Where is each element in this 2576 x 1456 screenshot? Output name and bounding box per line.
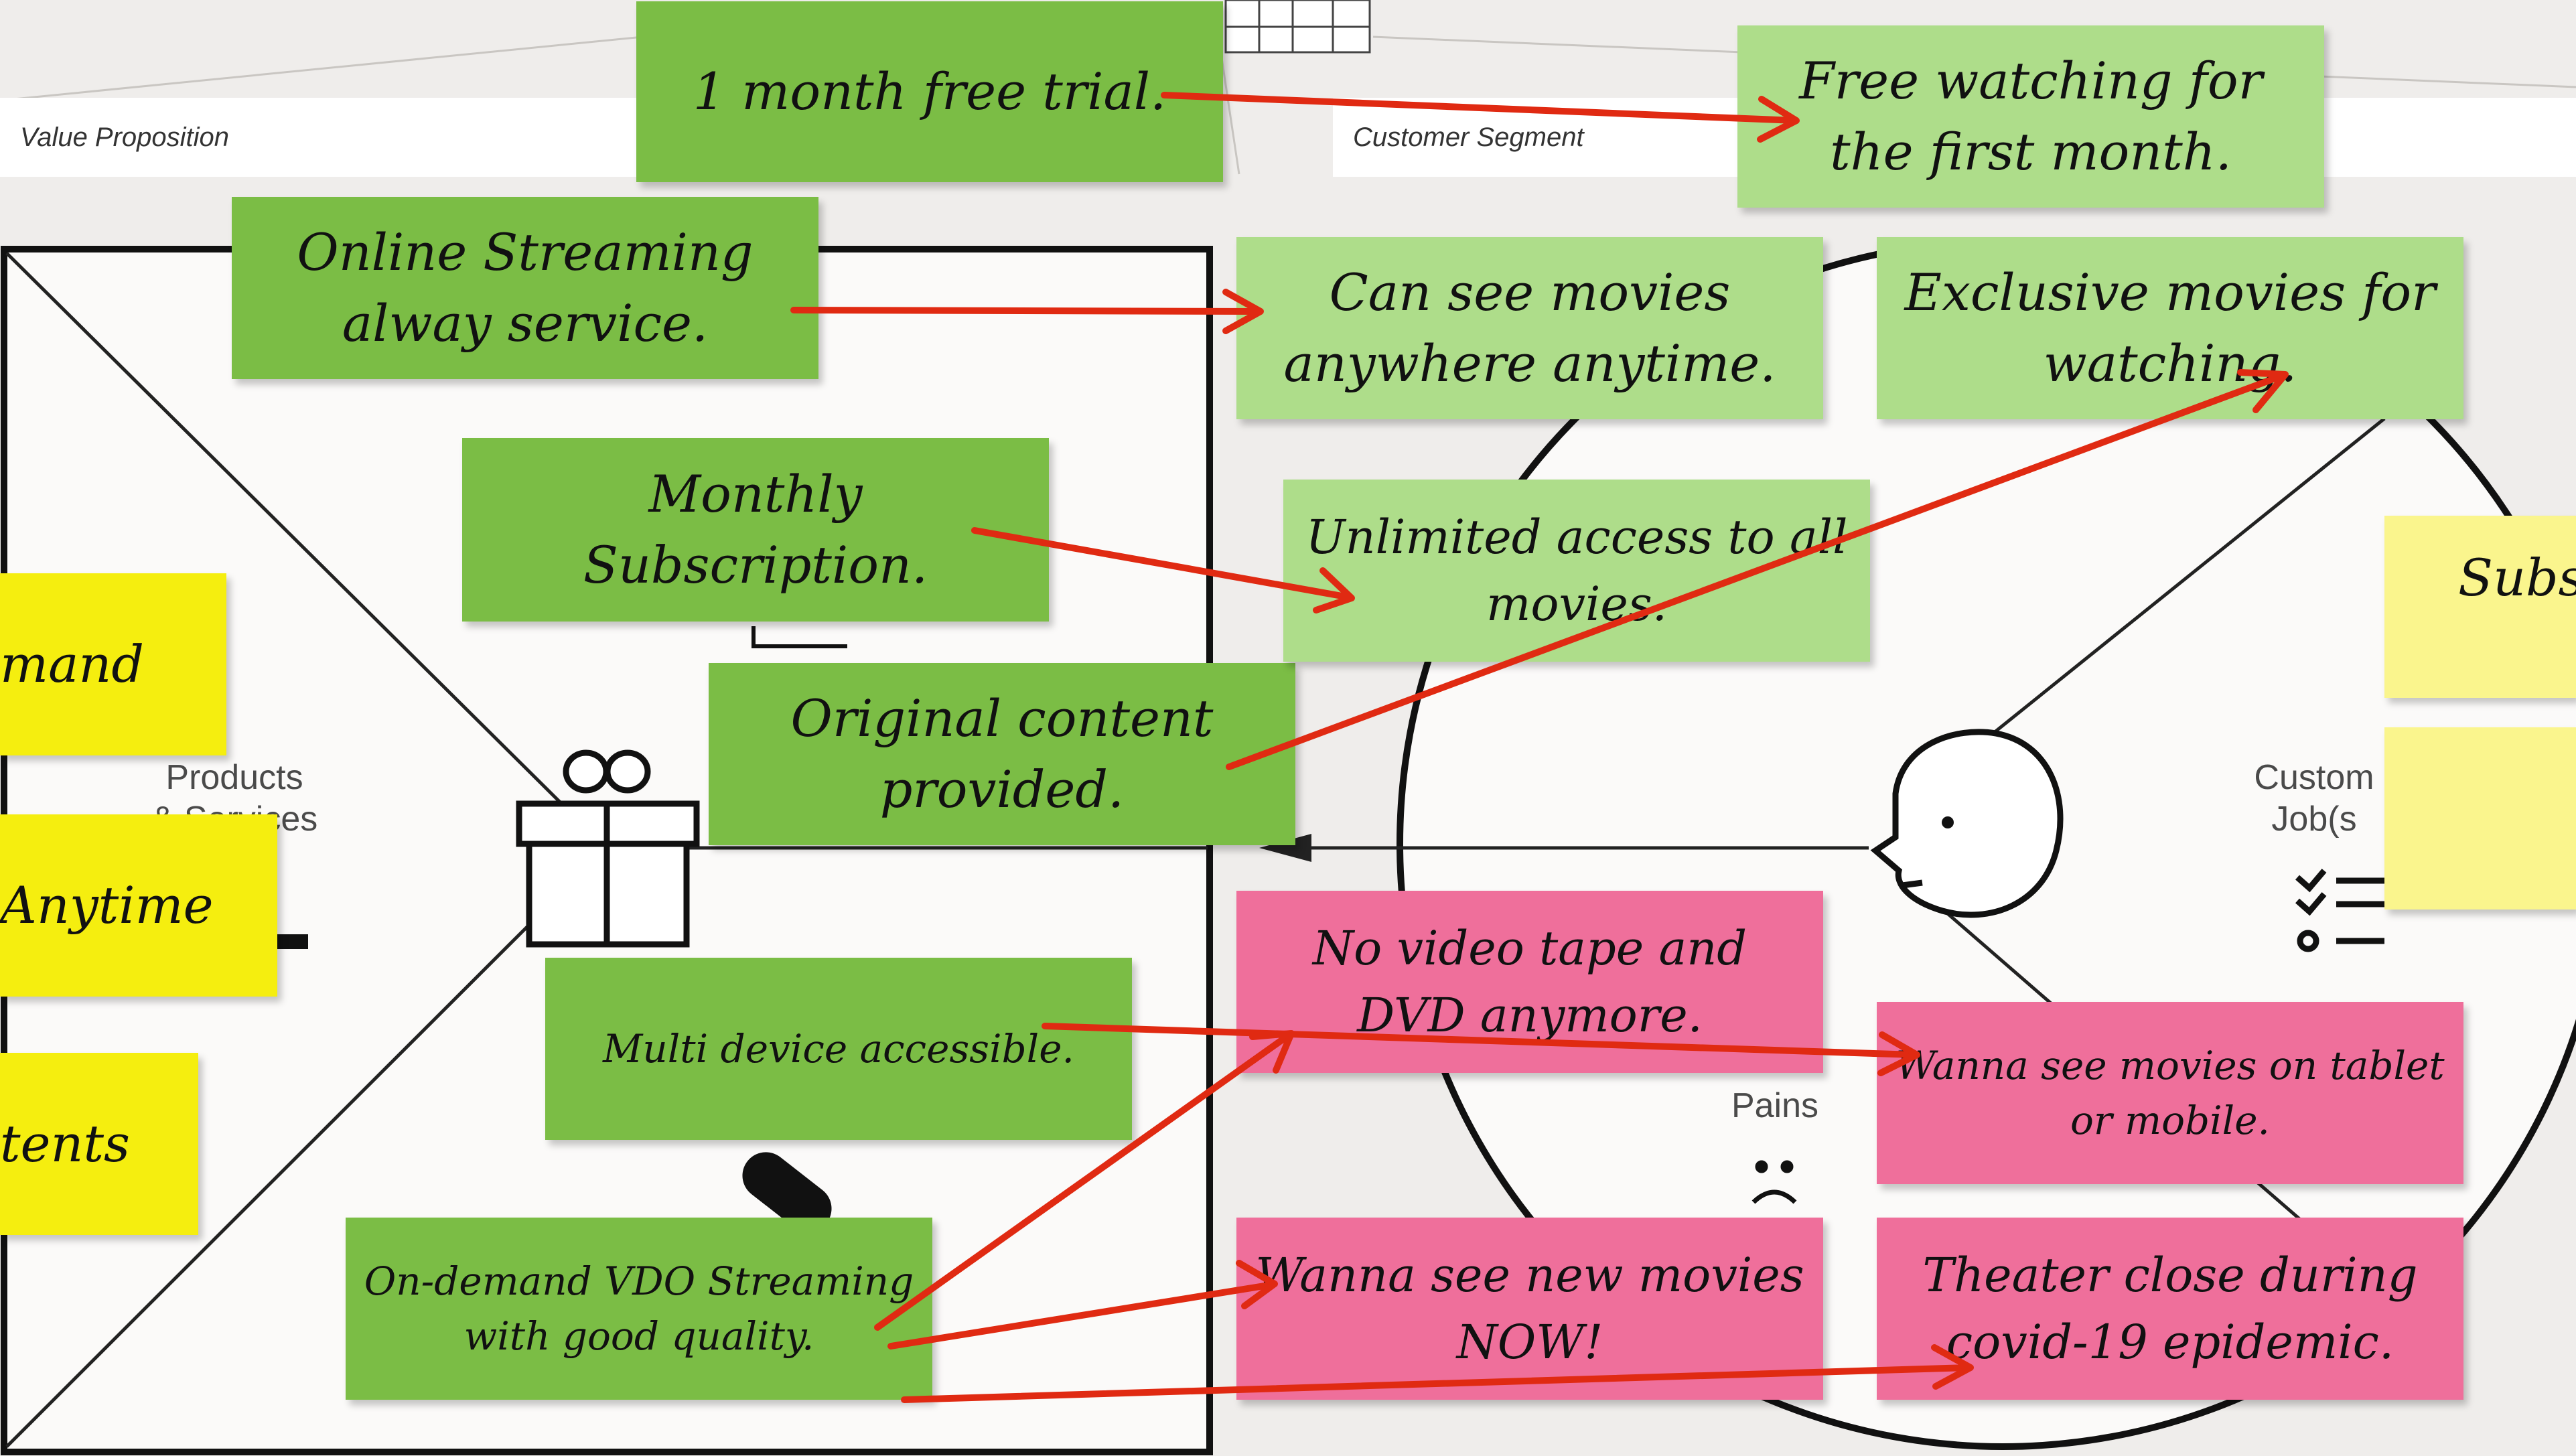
pains-label: Pains [1731, 1086, 1819, 1125]
note-unlimited-access: Unlimited access to all movies. [1283, 480, 1870, 662]
sticky-note-right-1: Subs P [2384, 516, 2576, 698]
sticky-note-right-1-line1: Subs [2458, 548, 2576, 607]
pill-icon [742, 1152, 832, 1232]
note-on-demand-vdo: On-demand VDO Streaming with good qualit… [346, 1218, 932, 1400]
note-monthly-subscription: Monthly Subscription. [462, 438, 1049, 622]
sticky-note-right-2 [2384, 727, 2576, 909]
products-label-line1: Products [165, 758, 303, 797]
note-multi-device: Multi device accessible. [545, 958, 1132, 1140]
grid-icon [1224, 0, 1371, 54]
note-new-movies-now: Wanna see new movies NOW! [1236, 1218, 1823, 1400]
customer-jobs-label: Custom Job(s [2237, 757, 2391, 840]
note-free-watching: Free watching for the first month. [1737, 25, 2324, 208]
sticky-note-left-3: tents [0, 1053, 198, 1235]
customer-jobs-line2: Job(s [2271, 800, 2357, 839]
checklist-icon [2295, 869, 2384, 952]
note-see-anywhere: Can see movies anywhere anytime. [1236, 237, 1823, 419]
gift-icon [516, 749, 700, 948]
bracket-icon [752, 626, 847, 648]
customer-jobs-line1: Custom [2254, 758, 2374, 797]
sticky-note-right-1-line2: P [2458, 613, 2576, 684]
sticky-note-left-1: mand [0, 573, 226, 755]
note-theater-close: Theater close during covid-19 epidemic. [1877, 1218, 2463, 1400]
note-exclusive-movies: Exclusive movies for watching. [1877, 237, 2463, 419]
note-free-trial: 1 month free trial. [636, 1, 1223, 182]
value-proposition-label: Value Proposition [0, 98, 643, 177]
sticky-note-left-2: Anytime [0, 814, 277, 997]
sad-face-icon [1751, 1160, 1797, 1204]
note-see-on-tablet: Wanna see movies on tablet or mobile. [1877, 1002, 2463, 1184]
note-original-content: Original content provided. [709, 663, 1295, 845]
note-online-streaming: Online Streaming alway service. [232, 197, 818, 379]
note-no-video-tape: No video tape and DVD anymore. [1236, 891, 1823, 1073]
